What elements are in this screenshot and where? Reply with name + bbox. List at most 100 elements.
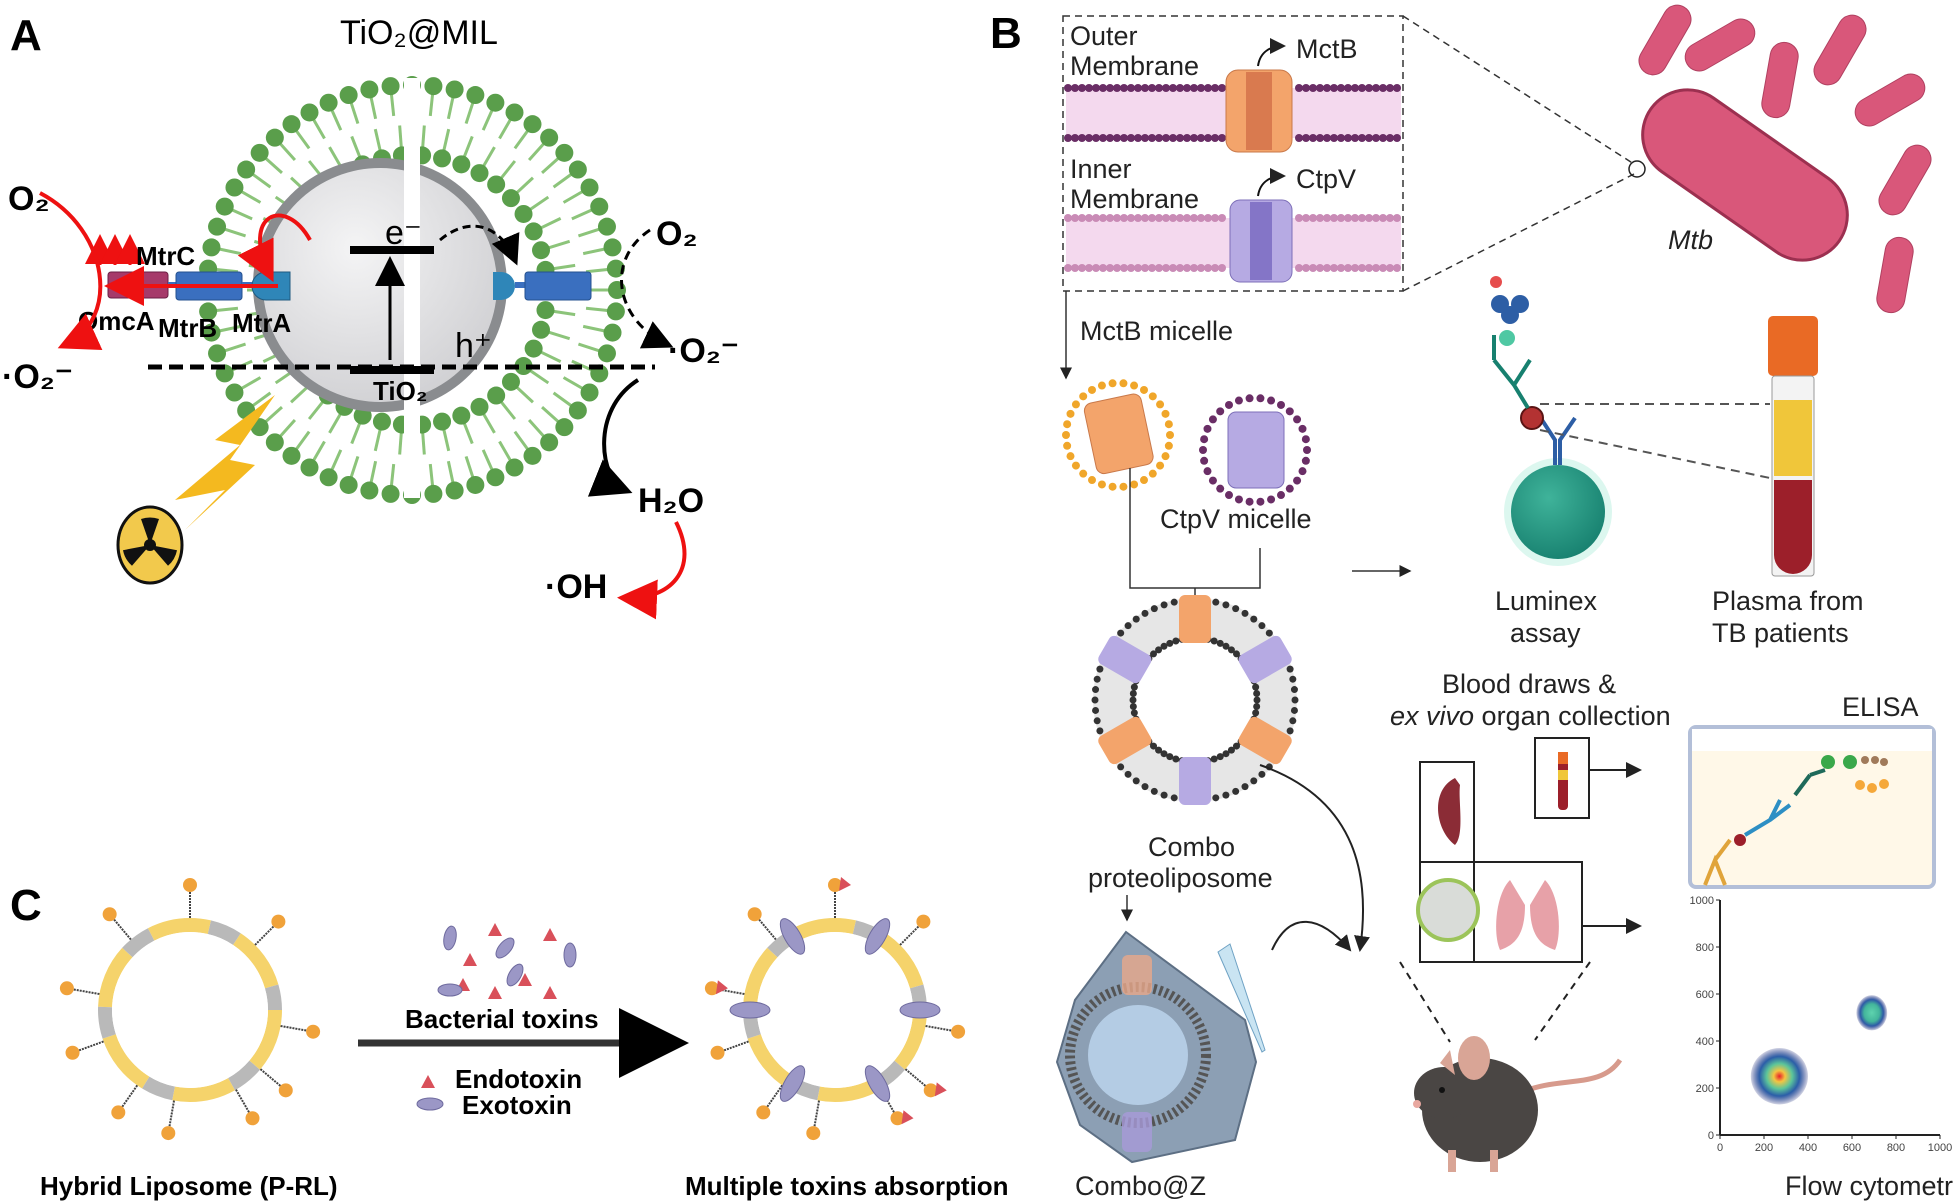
lipid-head bbox=[487, 175, 506, 194]
o2-reduction-arrow-left bbox=[39, 191, 103, 350]
population-2 bbox=[1856, 995, 1888, 1031]
micelle-head bbox=[1208, 415, 1217, 424]
micelle-head bbox=[1140, 476, 1148, 485]
lipid-head bbox=[1309, 214, 1317, 222]
toxin-loaded-liposome bbox=[704, 877, 966, 1141]
lipid-head bbox=[1372, 214, 1380, 222]
lipid-head bbox=[1127, 264, 1135, 272]
lipid-head bbox=[237, 160, 256, 179]
lipid-head bbox=[1253, 702, 1261, 710]
lipid-head bbox=[208, 344, 227, 363]
lipid-head bbox=[1323, 264, 1331, 272]
micelle-head bbox=[1156, 461, 1165, 470]
micelle-head bbox=[1108, 379, 1117, 388]
lipid-head bbox=[1295, 84, 1303, 92]
mtrb-label: MtrB bbox=[158, 313, 217, 343]
bilayer-gray bbox=[98, 918, 282, 1102]
lipid-head bbox=[1141, 609, 1149, 617]
micelle-head bbox=[1062, 431, 1070, 439]
lipid-head bbox=[1127, 134, 1135, 142]
micelle-head bbox=[1088, 476, 1096, 485]
micelle-head bbox=[1267, 396, 1276, 405]
y-tick-label: 200 bbox=[1696, 1083, 1714, 1095]
lipid-head bbox=[1078, 214, 1086, 222]
lung-right-icon bbox=[1530, 880, 1559, 950]
lipid-head bbox=[250, 143, 269, 162]
lipid-head bbox=[1290, 706, 1298, 714]
lipid-head bbox=[1096, 727, 1104, 735]
lipid-head bbox=[1085, 84, 1093, 92]
o2-reduction-dashed-arrow bbox=[620, 228, 674, 349]
endotoxin-legend-icon bbox=[421, 1075, 435, 1088]
micelle-head bbox=[1208, 476, 1217, 485]
micelle-head bbox=[1066, 409, 1075, 418]
lipid-head bbox=[1344, 134, 1352, 142]
lipid-head bbox=[580, 383, 599, 402]
lipid-head bbox=[1155, 746, 1163, 754]
micelle-head bbox=[1071, 461, 1080, 470]
small-bacterium bbox=[1854, 73, 1926, 127]
micelle-head bbox=[1063, 441, 1072, 450]
lipid-head bbox=[1091, 696, 1099, 704]
lipid-head bbox=[452, 406, 471, 425]
lipid-head bbox=[1222, 750, 1230, 758]
lipid-head bbox=[470, 164, 489, 183]
lipid-head bbox=[1316, 134, 1324, 142]
liposome-lumen bbox=[757, 932, 913, 1088]
cutaway-gap bbox=[404, 78, 420, 498]
absorption-label: Multiple toxins absorption bbox=[685, 1171, 1009, 1201]
lipid-head bbox=[524, 222, 543, 241]
lipid-head bbox=[1172, 755, 1180, 763]
lipid-head bbox=[1393, 264, 1401, 272]
panel-b: B Outer Membrane MctB Inner Membrane Ctp… bbox=[990, 4, 1953, 1201]
micelle-head bbox=[1216, 484, 1225, 493]
ligand-bead bbox=[59, 981, 74, 996]
ligand-bead bbox=[710, 1045, 725, 1060]
lipid-head bbox=[1372, 134, 1380, 142]
lipid-head bbox=[1309, 264, 1317, 272]
lipid-head bbox=[523, 446, 542, 465]
lipid-head bbox=[1197, 214, 1205, 222]
lipid-head bbox=[1127, 214, 1135, 222]
linker bbox=[515, 282, 525, 288]
lipid-head bbox=[1169, 84, 1177, 92]
lipid-head bbox=[1358, 214, 1366, 222]
micelle-head bbox=[1148, 392, 1157, 401]
organ-collection-text: organ collection bbox=[1474, 701, 1671, 731]
lipid-head bbox=[1393, 214, 1401, 222]
micelle-head bbox=[1130, 381, 1139, 390]
lipid-head bbox=[523, 115, 542, 134]
hole-label: h⁺ bbox=[455, 327, 492, 365]
lipid-head bbox=[1211, 264, 1219, 272]
lipid-head bbox=[1148, 214, 1156, 222]
micelle-head bbox=[1161, 452, 1170, 461]
micelle-head bbox=[1298, 424, 1307, 433]
lipid-head bbox=[555, 143, 574, 162]
micelle-head bbox=[1108, 482, 1117, 491]
lipid-head bbox=[1113, 214, 1121, 222]
lipid-head bbox=[215, 197, 234, 216]
micelle-head bbox=[1199, 446, 1207, 454]
lipid-head bbox=[1190, 214, 1198, 222]
ligand-bead bbox=[271, 914, 286, 929]
lipid-head bbox=[1212, 598, 1220, 606]
lipid-head bbox=[1064, 214, 1072, 222]
o2-left-label: O₂ bbox=[8, 180, 50, 218]
x-tick-label: 0 bbox=[1717, 1142, 1723, 1154]
spleen-icon bbox=[1438, 778, 1461, 845]
lipid-head bbox=[1344, 264, 1352, 272]
valence-band bbox=[350, 366, 434, 374]
lipid-head bbox=[1141, 264, 1149, 272]
micelle-head bbox=[1234, 396, 1243, 405]
lipid-head bbox=[1078, 84, 1086, 92]
micelle-head bbox=[1298, 467, 1307, 476]
lipid-head bbox=[1106, 264, 1114, 272]
bound-endotoxin bbox=[901, 1110, 914, 1125]
micelle-head bbox=[1293, 415, 1302, 424]
lipid-head bbox=[1071, 134, 1079, 142]
luminex-label-2: assay bbox=[1510, 618, 1581, 648]
lipid-head bbox=[1160, 750, 1168, 758]
micelle-head bbox=[1140, 385, 1148, 394]
lipid-head bbox=[1190, 264, 1198, 272]
lipid-head bbox=[1379, 84, 1387, 92]
